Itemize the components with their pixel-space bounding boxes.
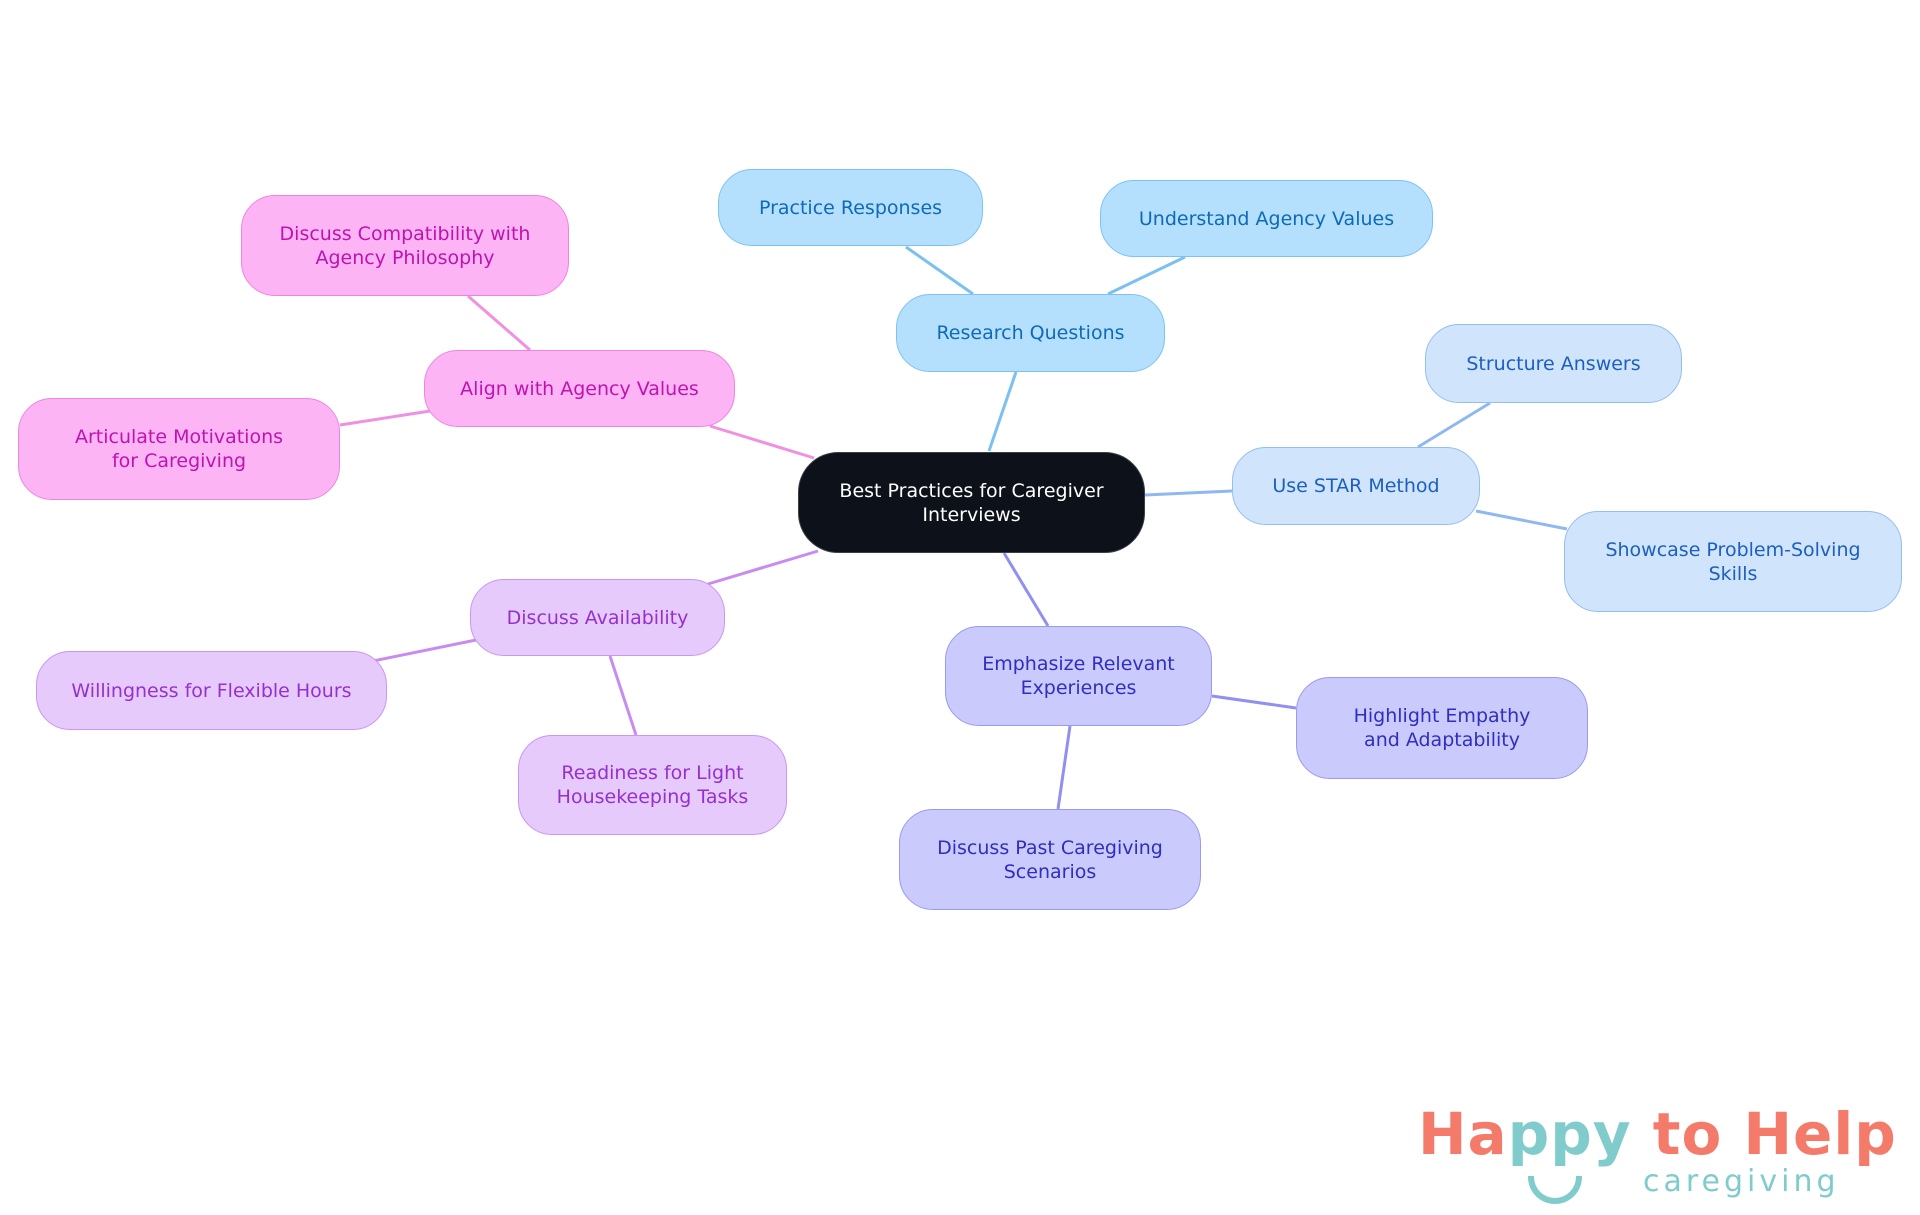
node-understand-agency-values[interactable]: Understand Agency Values [1100, 180, 1433, 257]
edge-emphasize-highlight [1211, 694, 1297, 710]
root-label: Best Practices for Caregiver Interviews [839, 479, 1104, 526]
edge-root-star [1144, 489, 1233, 497]
node-discuss-compatibility[interactable]: Discuss Compatibility with Agency Philos… [241, 195, 569, 296]
edge-availability-willingness [372, 638, 477, 663]
node-label: Highlight Empathy and Adaptability [1353, 705, 1531, 751]
edge-availability-readiness [608, 655, 638, 736]
node-label: Emphasize Relevant Experiences [982, 653, 1175, 699]
edge-root-availability [707, 549, 819, 586]
edge-star-structure [1417, 401, 1491, 449]
node-label: Readiness for Light Housekeeping Tasks [556, 762, 749, 808]
node-label: Align with Agency Values [460, 377, 699, 400]
node-label: Structure Answers [1466, 352, 1641, 375]
node-label: Willingness for Flexible Hours [71, 679, 352, 702]
node-label: Showcase Problem-Solving Skills [1605, 538, 1861, 585]
node-discuss-availability[interactable]: Discuss Availability [470, 579, 725, 656]
node-label: Research Questions [936, 322, 1125, 344]
node-discuss-past-scenarios[interactable]: Discuss Past Caregiving Scenarios [899, 809, 1201, 910]
node-showcase-problem-solving[interactable]: Showcase Problem-Solving Skills [1564, 511, 1902, 612]
logo-brand: Happy to Help [1418, 1100, 1897, 1168]
edge-root-research [987, 371, 1018, 452]
node-emphasize-experiences[interactable]: Emphasize Relevant Experiences [945, 626, 1212, 726]
edge-research-understand [1107, 255, 1186, 296]
root-node[interactable]: Best Practices for Caregiver Interviews [798, 452, 1145, 553]
node-label: Discuss Availability [506, 606, 689, 629]
edge-root-align [709, 424, 815, 460]
node-label: Articulate Motivations for Caregiving [74, 426, 284, 472]
edge-star-showcase [1475, 509, 1568, 531]
smile-icon [1528, 1176, 1582, 1204]
edge-root-emphasize [1002, 552, 1050, 627]
node-structure-answers[interactable]: Structure Answers [1425, 324, 1682, 403]
node-readiness-housekeeping[interactable]: Readiness for Light Housekeeping Tasks [518, 735, 787, 835]
edge-research-practice [905, 245, 974, 296]
node-label: Practice Responses [758, 196, 943, 219]
node-research-questions[interactable]: Research Questions [896, 294, 1165, 372]
node-align-agency-values[interactable]: Align with Agency Values [424, 350, 735, 427]
node-label: Understand Agency Values [1138, 207, 1395, 230]
logo-tagline: caregiving [1643, 1164, 1840, 1199]
node-willingness-flexible-hours[interactable]: Willingness for Flexible Hours [36, 651, 387, 730]
edge-emphasize-past [1056, 725, 1072, 810]
edge-align-compatibility [467, 294, 531, 352]
node-label: Use STAR Method [1272, 475, 1440, 497]
node-practice-responses[interactable]: Practice Responses [718, 169, 983, 246]
node-label: Discuss Past Caregiving Scenarios [937, 836, 1163, 883]
happy-to-help-logo: Happy to Help caregiving [1418, 1100, 1896, 1210]
node-use-star-method[interactable]: Use STAR Method [1232, 447, 1480, 525]
node-label: Discuss Compatibility with Agency Philos… [279, 222, 531, 269]
node-articulate-motivations[interactable]: Articulate Motivations for Caregiving [18, 398, 340, 500]
edge-align-articulate [339, 409, 431, 427]
node-highlight-empathy[interactable]: Highlight Empathy and Adaptability [1296, 677, 1588, 779]
